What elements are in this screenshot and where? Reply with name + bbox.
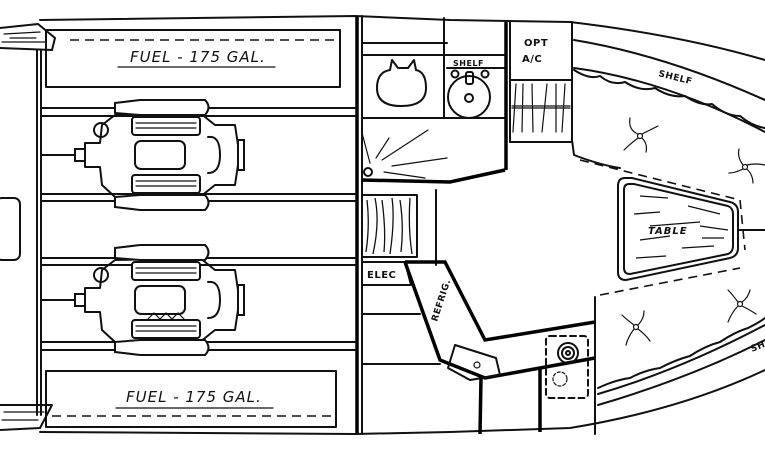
fuel-tank-port: FUEL - 175 GAL. xyxy=(45,29,341,88)
engine-room xyxy=(40,107,358,351)
stern-cleat-top-icon xyxy=(0,23,56,51)
toilet-icon xyxy=(376,59,427,107)
ladder-steps-icon xyxy=(509,79,573,143)
tuft-icon xyxy=(728,148,765,184)
opt-ac-label-line2: A/C xyxy=(522,54,542,65)
cushion-tufts xyxy=(621,117,765,346)
wood-bulkhead-block xyxy=(361,189,437,266)
tuft-icon xyxy=(727,289,757,323)
stove-icon xyxy=(545,335,589,399)
shelf-lower-label: SH xyxy=(749,340,765,355)
shower-icon xyxy=(361,129,448,179)
galley-sink-icon xyxy=(447,344,501,381)
tuft-icon xyxy=(621,310,651,346)
table-label: TABLE xyxy=(648,226,688,237)
dinette-table: TABLE xyxy=(617,177,765,281)
transom-door xyxy=(0,197,21,261)
fuel-tank-port-label: FUEL - 175 GAL. xyxy=(130,48,266,66)
elec-panel: ELEC xyxy=(361,261,441,365)
fuel-tank-starboard: FUEL - 175 GAL. xyxy=(45,370,337,428)
stern-cleat-bottom-icon xyxy=(0,404,53,431)
tuft-icon xyxy=(623,117,659,153)
head-compartment xyxy=(361,17,508,184)
opt-ac-label-line1: OPT xyxy=(524,38,548,49)
engine-starboard xyxy=(40,244,245,356)
head-sink-icon: SHELF xyxy=(447,59,491,119)
shelf-head-label: SHELF xyxy=(453,59,484,68)
shelf-upper-label: SHELF xyxy=(657,69,693,87)
elec-label: ELEC xyxy=(367,270,396,281)
galley-counter: REFRIG. xyxy=(403,260,596,435)
fuel-tank-starboard-label: FUEL - 175 GAL. xyxy=(126,388,262,406)
refrig-label: REFRIG. xyxy=(430,278,453,323)
dinette: SHELF SH xyxy=(571,39,765,435)
